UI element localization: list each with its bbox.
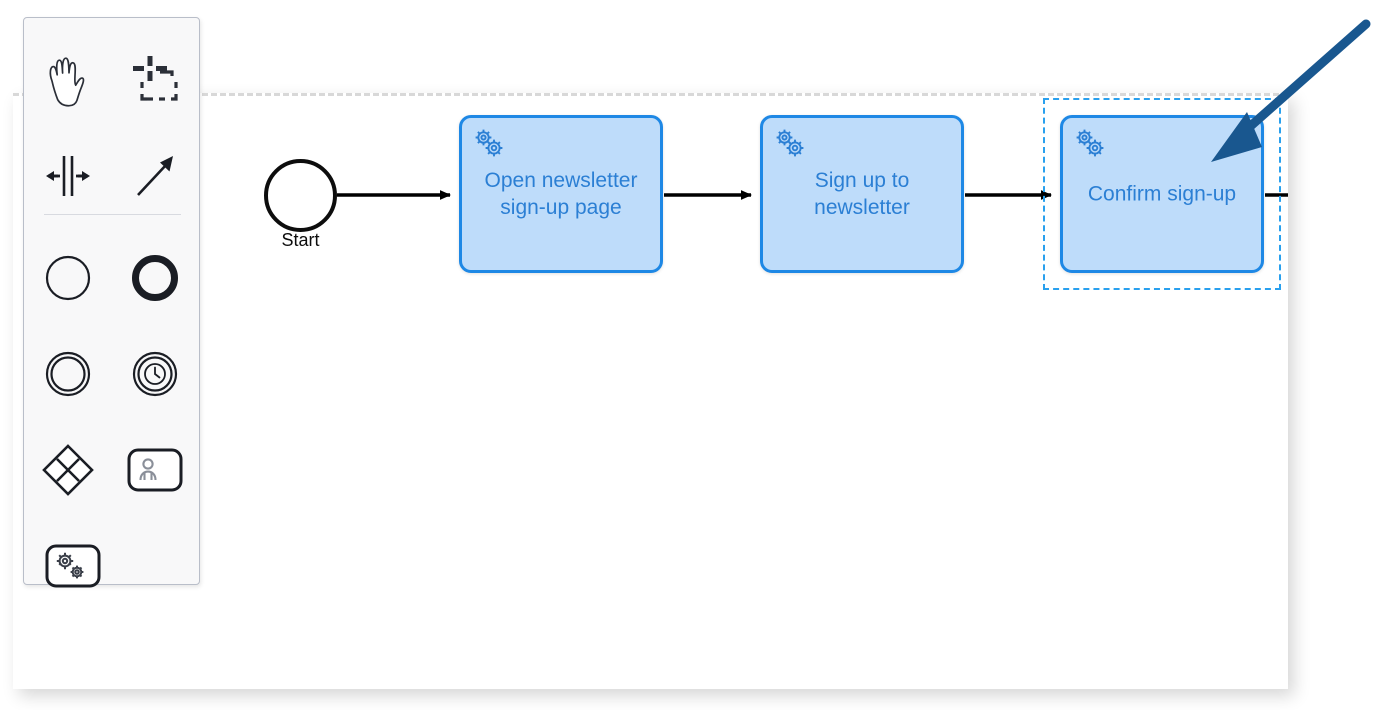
task-label: Confirm sign-up — [1087, 182, 1237, 206]
element-palette[interactable] — [23, 17, 200, 588]
palette-divider — [44, 214, 181, 215]
palette-item-service-task[interactable] — [24, 518, 112, 614]
circle-thin-icon — [40, 250, 96, 306]
service-task-gears-icon — [44, 541, 102, 591]
task-label: Sign up to newsletter — [814, 169, 910, 219]
service-task-gears-icon — [770, 123, 810, 163]
palette-item-intermediate-event[interactable] — [24, 326, 112, 422]
task-node-open-newsletter-signup-page[interactable]: Open newsletter sign-up page — [459, 115, 663, 273]
circle-thick-icon — [127, 250, 183, 306]
palette-row — [24, 230, 199, 326]
diagram-canvas[interactable]: Start Open newsletter sign-up page — [13, 93, 1288, 689]
palette-item-gateway[interactable] — [24, 422, 112, 518]
selection-outline — [1043, 98, 1281, 290]
hand-icon — [40, 51, 96, 109]
task-node-confirm-sign-up[interactable]: Confirm sign-up — [1060, 115, 1264, 273]
palette-item-lasso-tool[interactable] — [112, 32, 200, 128]
circle-double-icon — [40, 346, 96, 402]
palette-group-elements — [24, 230, 199, 614]
task-label: Open newsletter sign-up page — [484, 169, 638, 219]
service-task-gears-icon — [469, 123, 509, 163]
palette-group-tools — [24, 32, 199, 224]
palette-row — [24, 422, 199, 518]
palette-item-user-task[interactable] — [112, 422, 200, 518]
start-event-node[interactable] — [264, 159, 337, 232]
diamond-gateway-icon — [39, 441, 97, 499]
palette-item-end-event[interactable] — [112, 230, 200, 326]
start-event-label: Start — [281, 230, 320, 250]
palette-item-connect-tool[interactable] — [112, 128, 200, 224]
palette-cell-empty — [112, 518, 200, 614]
palette-item-hand-tool[interactable] — [24, 32, 112, 128]
diagram-graphics-layer — [337, 190, 1288, 200]
arrow-connect-icon — [127, 147, 183, 205]
space-tool-icon — [40, 147, 96, 205]
palette-item-start-event[interactable] — [24, 230, 112, 326]
clock-circle-icon — [127, 346, 183, 402]
palette-item-space-tool[interactable] — [24, 128, 112, 224]
lasso-select-icon — [127, 51, 183, 109]
task-node-sign-up-to-newsletter[interactable]: Sign up to newsletter — [760, 115, 964, 273]
palette-row — [24, 326, 199, 422]
user-task-icon — [126, 445, 184, 495]
palette-item-timer-event[interactable] — [112, 326, 200, 422]
palette-row — [24, 128, 199, 224]
service-task-gears-icon — [1070, 123, 1110, 163]
palette-row — [24, 32, 199, 128]
palette-row — [24, 518, 199, 614]
